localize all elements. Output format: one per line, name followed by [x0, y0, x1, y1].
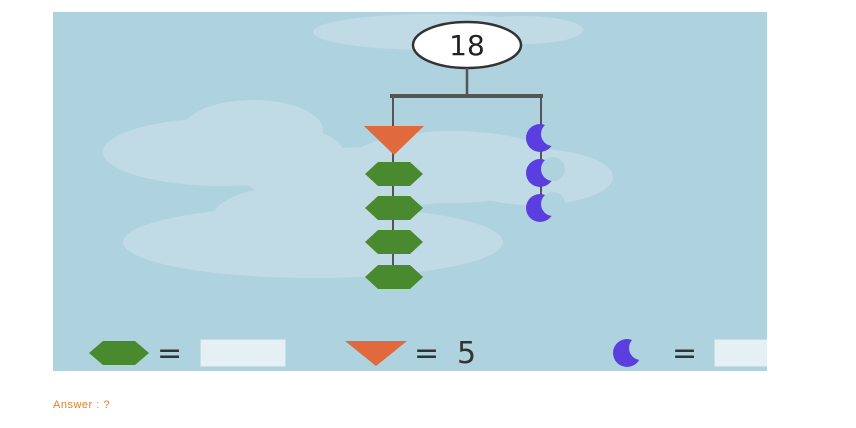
moon-icon: [526, 192, 565, 222]
moon-equals: =: [672, 339, 697, 369]
answer-label: Answer : ?: [53, 399, 110, 411]
hexagon-answer-input[interactable]: [200, 339, 286, 367]
hexagon-icon: [365, 196, 423, 220]
purple-moon-icon: [613, 336, 653, 367]
triangle-equals: =: [414, 339, 439, 369]
moon-icon: [526, 157, 565, 187]
green-hexagon-icon: [89, 341, 149, 365]
puzzle-canvas: 18 = = 5 =: [53, 12, 767, 371]
moon-answer-input[interactable]: [714, 339, 767, 367]
total-value: 18: [412, 22, 522, 68]
moon-icon: [526, 122, 565, 152]
hexagon-icon: [365, 162, 423, 186]
hexagon-icon: [365, 230, 423, 254]
hexagon-equals: =: [157, 339, 182, 369]
triangle-icon: [364, 126, 424, 155]
triangle-value: 5: [457, 339, 476, 369]
hexagon-icon: [365, 265, 423, 289]
mobile-structure: [53, 12, 767, 371]
orange-triangle-icon: [345, 341, 407, 366]
